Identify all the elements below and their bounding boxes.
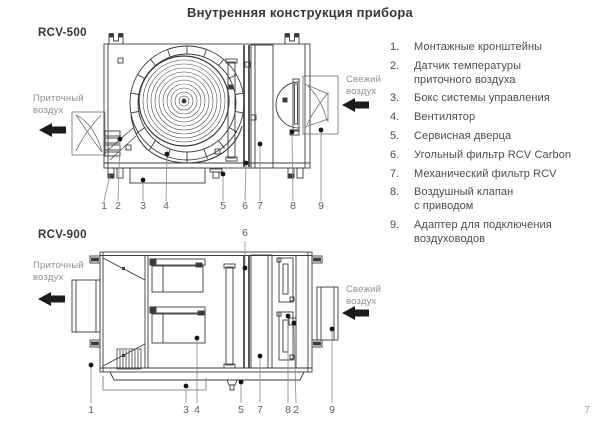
drain-rcv900 (226, 379, 238, 391)
supply-air-arrow-rcv900 (38, 292, 65, 306)
rcv900-leader-lines (90, 241, 333, 404)
rcv500-leader-dots (117, 127, 324, 183)
part-label: Сервисная дверца (414, 129, 512, 142)
callout-rcv900-4: 4 (194, 404, 200, 416)
supply-air-label-rcv900: Приточный воздух (33, 260, 84, 283)
callout-rcv500-2: 2 (115, 200, 121, 212)
fresh-air-label-rcv500: Свежий воздух (346, 74, 382, 97)
part-label: Монтажные кронштейны (414, 41, 543, 53)
model-label-rcv500: RCV-500 (38, 27, 87, 39)
fan-lower-rcv900 (149, 306, 206, 344)
carbon-filter-rcv900 (243, 255, 250, 368)
callout-rcv500-1: 1 (101, 200, 107, 212)
part-label: Бокс системы управления (414, 92, 550, 105)
fan-upper-rcv900 (149, 258, 206, 293)
service-door-rcv500 (227, 61, 236, 159)
supply-duct-adapter-rcv500 (71, 111, 106, 156)
part-number: 5. (390, 129, 400, 142)
coil-rcv900 (116, 348, 142, 370)
air-dampers-rcv900 (276, 257, 297, 361)
feet-rcv500 (107, 167, 304, 179)
fresh-air-label-rcv900: Свежий воздух (346, 284, 382, 307)
control-box-bracket-rcv900 (102, 376, 207, 391)
part-item-3: 3. Бокс системы управления (390, 92, 584, 106)
callout-rcv900-9: 9 (329, 404, 335, 416)
part-number: 6. (390, 148, 400, 161)
part-label: Вентилятор (414, 111, 476, 124)
page-number: 7 (584, 405, 590, 416)
callout-rcv900-6: 6 (242, 227, 248, 239)
callout-rcv500-3: 3 (140, 200, 146, 212)
rcv500-leader-lines (103, 131, 322, 202)
air-damper-rcv500 (275, 78, 300, 136)
part-item-6: 6. Угольный фильтр RCV Carbon (390, 149, 584, 163)
mech-filter-rcv500 (250, 44, 274, 169)
fan-rcv500 (107, 45, 288, 164)
supply-duct-rcv900 (71, 279, 101, 333)
duct-adapter-rcv500 (302, 75, 339, 135)
parts-legend: 1. Монтажные кронштейны 2. Датчик темпер… (390, 41, 584, 252)
rcv900-diagram (38, 241, 369, 404)
part-item-1: 1. Монтажные кронштейны (390, 41, 584, 55)
callout-rcv900-8: 8 (285, 404, 291, 416)
supply-air-arrow-rcv500 (39, 123, 66, 137)
control-box-rcv500 (129, 167, 206, 184)
part-number: 1. (390, 41, 400, 53)
callout-rcv900-3: 3 (183, 404, 189, 416)
part-label: Адаптер для подключения воздуховодов (414, 218, 552, 245)
fresh-duct-rcv900 (316, 286, 339, 341)
callout-rcv500-6: 6 (242, 200, 248, 212)
fresh-air-arrow-rcv500 (342, 98, 369, 112)
part-number: 4. (390, 111, 400, 124)
base-skirt-rcv900 (109, 371, 305, 381)
supply-air-label-rcv500: Приточный воздух (33, 93, 84, 116)
rcv900-leader-dots (88, 265, 335, 389)
part-item-9: 9. Адаптер для подключения воздуховодов (390, 219, 584, 247)
temp-sensor-rcv500 (104, 130, 121, 157)
part-number: 3. (390, 92, 400, 105)
rcv500-diagram (39, 33, 369, 202)
part-number: 9. (390, 218, 400, 231)
callout-rcv900-2: 2 (293, 404, 299, 416)
callout-rcv900-1: 1 (88, 404, 94, 416)
model-label-rcv900: RCV-900 (38, 229, 87, 241)
callout-rcv500-9: 9 (318, 200, 324, 212)
part-item-7: 7. Механический фильтр RCV (390, 168, 584, 182)
callout-rcv900-5: 5 (238, 404, 244, 416)
part-label: Механический фильтр RCV (414, 167, 557, 180)
part-label: Воздушный клапан с приводом (414, 186, 514, 213)
mech-filter-rcv900 (250, 254, 273, 369)
part-number: 7. (390, 167, 400, 180)
part-label: Датчик температуры приточного воздуха (414, 59, 522, 86)
mounting-brackets-icon (108, 33, 300, 44)
fresh-air-arrow-rcv900 (342, 306, 369, 320)
callout-rcv500-5: 5 (220, 200, 226, 212)
service-door-rcv900 (225, 266, 234, 366)
part-item-8: 8. Воздушный клапан с приводом (390, 186, 584, 214)
part-item-4: 4. Вентилятор (390, 111, 584, 125)
part-number: 2. (390, 59, 400, 72)
part-number: 8. (390, 186, 400, 199)
part-item-5: 5. Сервисная дверца (390, 130, 584, 144)
page-title: Внутренняя конструкция прибора (187, 5, 413, 20)
callout-rcv500-7: 7 (257, 200, 263, 212)
part-label: Угольный фильтр RCV Carbon (414, 148, 572, 161)
part-item-2: 2. Датчик температуры приточного воздуха (390, 60, 584, 88)
callout-rcv500-8: 8 (290, 200, 296, 212)
carbon-filter-rcv500 (243, 45, 250, 167)
callout-rcv900-7: 7 (257, 404, 263, 416)
callout-rcv500-4: 4 (163, 200, 169, 212)
